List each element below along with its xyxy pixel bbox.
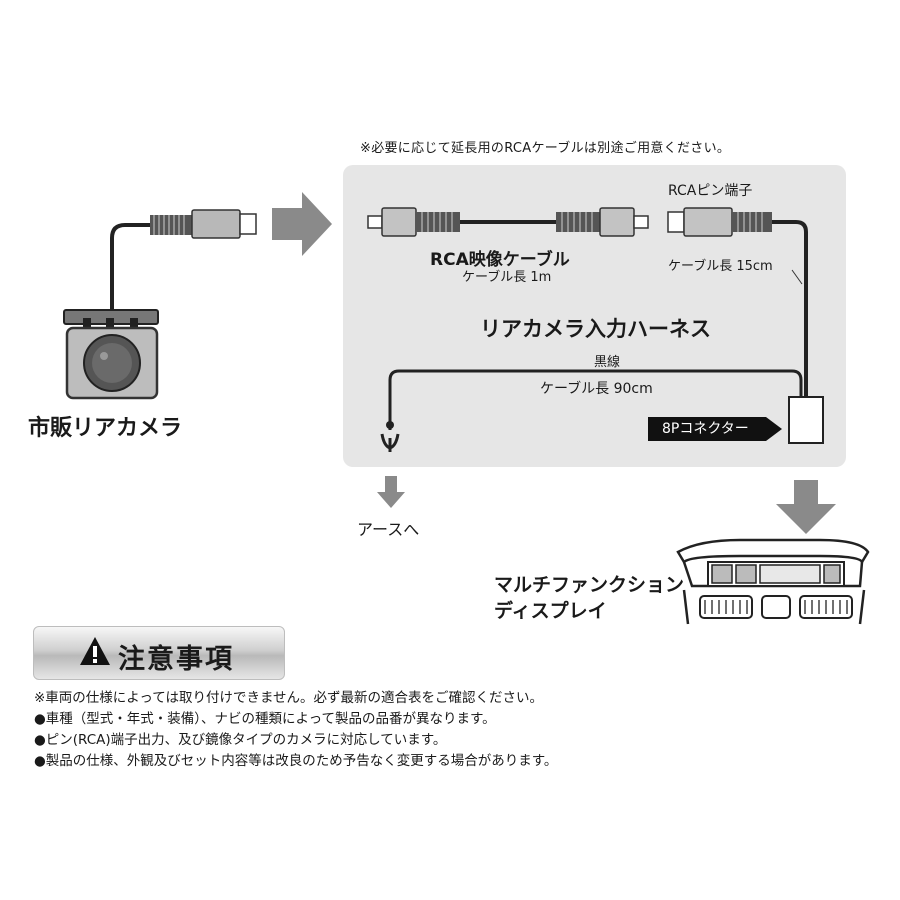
- rca-cable-length: ケーブル長 1m: [462, 270, 552, 285]
- rca-pin-cable: [667, 207, 808, 398]
- rca-pin-label: RCAピン端子: [668, 183, 753, 199]
- connector-label: 8Pコネクター: [648, 417, 782, 441]
- note-item: ●ピン(RCA)端子出力、及び鏡像タイプのカメラに対応しています。: [34, 732, 447, 748]
- multi-function-display-icon: [676, 538, 870, 625]
- rca-video-cable: [367, 207, 649, 237]
- arrow-right-icon: [272, 192, 332, 256]
- rear-camera-icon: [63, 309, 159, 400]
- rca-cable-title: RCA映像ケーブル: [430, 250, 570, 270]
- earth-label: アースへ: [357, 520, 420, 539]
- note-item: ※車両の仕様によっては取り付けできません。必ず最新の適合表をご確認ください。: [34, 690, 544, 706]
- arrow-down-icon: [377, 476, 405, 508]
- arrow-down-large-icon: [776, 480, 836, 534]
- black-wire-length: ケーブル長 90cm: [540, 381, 653, 397]
- black-earth-wire: [380, 369, 803, 452]
- top-note: ※必要に応じて延長用のRCAケーブルは別途ご用意ください。: [360, 141, 731, 156]
- camera-cable: [110, 209, 257, 318]
- notes-list: ※車両の仕様によっては取り付けできません。必ず最新の適合表をご確認ください。 ●…: [34, 688, 557, 772]
- black-wire-label: 黒線: [594, 355, 621, 370]
- rca-pin-length: ケーブル長 15cm: [668, 259, 773, 274]
- note-item: ●製品の仕様、外観及びセット内容等は改良のため予告なく変更する場合があります。: [34, 753, 558, 769]
- warning-icon: [80, 637, 110, 665]
- multi-function-line1: マルチファンクション: [494, 574, 685, 596]
- 8p-connector-icon: [788, 396, 824, 444]
- camera-label: 市販リアカメラ: [28, 416, 183, 441]
- note-item: ●車種（型式・年式・装備）、ナビの種類によって製品の品番が異なります。: [34, 711, 496, 727]
- multi-function-display-label: マルチファンクション ディスプレイ: [494, 572, 684, 624]
- multi-function-line2: ディスプレイ: [494, 600, 607, 622]
- harness-title: リアカメラ入力ハーネス: [480, 317, 711, 341]
- caution-banner: [33, 626, 285, 680]
- caution-title: 注意事項: [118, 644, 234, 675]
